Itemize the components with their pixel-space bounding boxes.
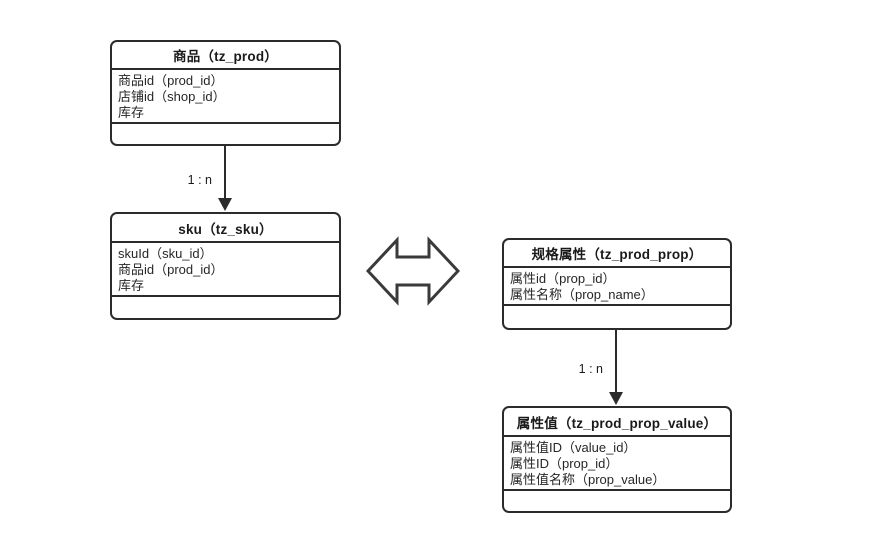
attribute-row: 库存: [118, 105, 145, 120]
attribute-row: 属性id（prop_id）: [510, 271, 616, 286]
entity-tz-prod-prop[interactable]: 规格属性（tz_prod_prop） 属性id（prop_id） 属性名称（pr…: [502, 238, 732, 330]
relation-arrowhead-icon: [609, 392, 623, 405]
entity-title-tz-prod-prop-value: 属性值（tz_prod_prop_value）: [504, 408, 730, 437]
entity-attributes-tz-prod-prop: 属性id（prop_id） 属性名称（prop_name）: [504, 268, 730, 306]
relation-line: [224, 146, 226, 200]
relation-arrowhead-icon: [218, 198, 232, 211]
attribute-row: 属性值ID（value_id）: [510, 440, 637, 455]
relation-label-prop-to-prop-value: 1 : n: [578, 362, 603, 376]
entity-title-tz-prod: 商品（tz_prod）: [112, 42, 339, 70]
attribute-row: 店铺id（shop_id）: [118, 89, 226, 104]
entity-attributes-tz-prod-prop-value: 属性值ID（value_id） 属性ID（prop_id） 属性值名称（prop…: [504, 437, 730, 491]
entity-attributes-tz-sku: skuId（sku_id） 商品id（prod_id） 库存: [112, 243, 339, 297]
attribute-row: skuId（sku_id）: [118, 246, 213, 261]
double-headed-arrow-svg: [365, 236, 461, 306]
attribute-row: 属性名称（prop_name）: [510, 287, 654, 302]
relation-line: [615, 330, 617, 394]
attribute-row: 属性ID（prop_id）: [510, 456, 619, 471]
double-headed-arrow-icon: [365, 236, 461, 306]
entity-title-tz-prod-prop: 规格属性（tz_prod_prop）: [504, 240, 730, 268]
attribute-row: 商品id（prod_id）: [118, 262, 224, 277]
entity-footer-tz-prod: [112, 124, 339, 144]
entity-footer-tz-prod-prop: [504, 306, 730, 328]
attribute-row: 库存: [118, 278, 145, 293]
relation-prod-to-sku: [218, 146, 232, 212]
entity-attributes-tz-prod: 商品id（prod_id） 店铺id（shop_id） 库存: [112, 70, 339, 124]
entity-tz-prod-prop-value[interactable]: 属性值（tz_prod_prop_value） 属性值ID（value_id） …: [502, 406, 732, 513]
attribute-row: 商品id（prod_id）: [118, 73, 224, 88]
entity-footer-tz-sku: [112, 297, 339, 318]
attribute-row: 属性值名称（prop_value）: [510, 472, 666, 487]
relation-prop-to-prop-value: [609, 330, 623, 406]
entity-tz-sku[interactable]: sku（tz_sku） skuId（sku_id） 商品id（prod_id） …: [110, 212, 341, 320]
entity-tz-prod[interactable]: 商品（tz_prod） 商品id（prod_id） 店铺id（shop_id） …: [110, 40, 341, 146]
relation-label-prod-to-sku: 1 : n: [187, 173, 212, 187]
entity-title-tz-sku: sku（tz_sku）: [112, 214, 339, 243]
entity-footer-tz-prod-prop-value: [504, 491, 730, 511]
